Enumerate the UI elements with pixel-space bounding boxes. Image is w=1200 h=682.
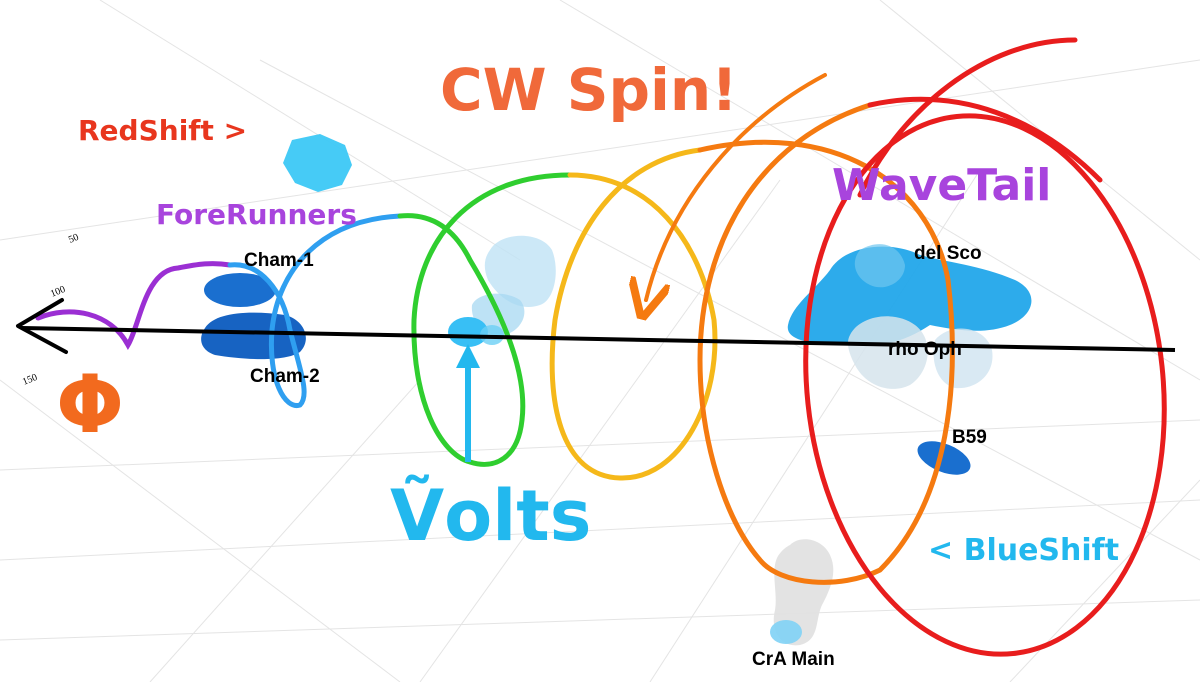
label-redshift: RedShift >: [78, 114, 247, 147]
spin-arrow: [646, 73, 827, 300]
cloud-cham1: [204, 273, 276, 307]
label-wavetail: WaveTail: [832, 160, 1051, 211]
cloud-b59: [917, 441, 971, 475]
cloud-blobs: [201, 134, 1032, 646]
helix-yellow-segment: [549, 147, 718, 481]
title-cw-spin: CW Spin!: [440, 56, 738, 124]
cloud-top-left: [283, 134, 352, 192]
cloud-delsco: [787, 246, 1032, 346]
cloud-cra-core: [770, 620, 802, 644]
helix-red-tail: [857, 37, 1078, 198]
scale-ticks: 50 100 150: [21, 232, 80, 388]
volts-arrow: [456, 344, 480, 462]
cloud-cham2: [201, 312, 306, 360]
cloud-volts-core: [448, 317, 488, 347]
label-cra: CrA Main: [752, 649, 835, 670]
axis-arrowhead: [16, 298, 68, 354]
cloud-volts-haze: [484, 235, 556, 308]
label-cham1: Cham-1: [244, 250, 314, 271]
label-blueshift: < BlueShift: [928, 533, 1119, 568]
helix-purple-segment: [35, 261, 233, 351]
cloud-cra: [773, 539, 834, 646]
helix-green-segment: [397, 172, 573, 467]
cloud-rhooph-haze: [847, 316, 928, 389]
label-phi: Φ: [56, 358, 124, 451]
label-delsco: del Sco: [914, 243, 982, 264]
label-volts: Ṽolts: [390, 475, 591, 557]
helix-red-loop: [803, 113, 1167, 657]
axis-line: [21, 326, 1176, 352]
scale-tick-150: 150: [21, 372, 39, 388]
cloud-delsco-light: [854, 244, 905, 288]
scale-tick-50: 50: [67, 232, 80, 246]
helix-orange-segment: [697, 102, 955, 585]
cloud-rhooph-haze-2: [933, 328, 993, 389]
scale-tick-100: 100: [49, 284, 67, 300]
label-forerunners: ForeRunners: [156, 198, 357, 231]
helix-blue-segment: [227, 213, 403, 408]
label-rhooph: rho Oph: [888, 339, 962, 360]
axis: [16, 298, 1176, 354]
label-cham2: Cham-2: [250, 366, 320, 387]
helix: [35, 37, 1167, 657]
helix-red-segment: [867, 96, 1103, 183]
label-b59: B59: [952, 427, 987, 448]
